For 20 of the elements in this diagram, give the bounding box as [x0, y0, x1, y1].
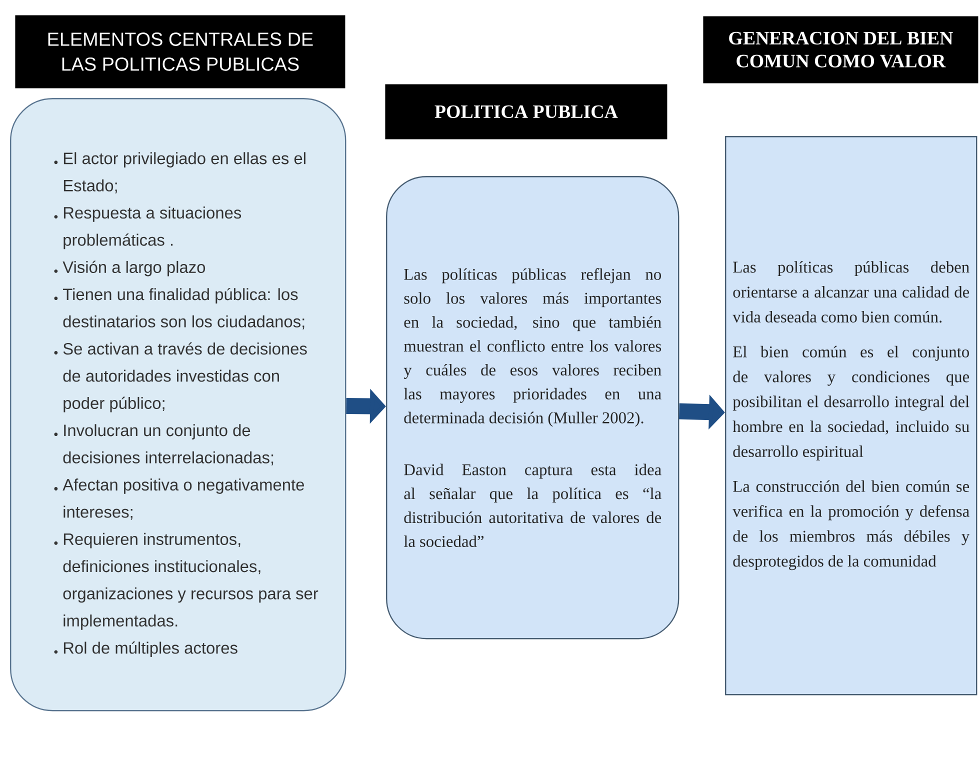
rounded-box [10, 98, 346, 712]
text-box [725, 136, 978, 696]
bullet-item: Afectan positiva o negativamente intereses; [62, 478, 304, 520]
paragraph-text: La construcción del bien común se verifica en la promoción y defensa de los miembros más débiles y desprotegidos de la comunidad [732, 480, 970, 570]
bullet-item: Tienen una finalidad pública: los destinatarios son los ciudadanos; [62, 288, 304, 330]
paragraph-text: Las políticas públicas deben orientarse a alcanzar una calidad de vida deseada como bien común. [732, 261, 970, 323]
bullet-item: Requieren instrumentos, definiciones institucionales, organizaciones y recursos para ser implementadas. [63, 532, 318, 630]
bullet-item: Rol de múltiples actores [64, 642, 238, 658]
paragraph-text: Las políticas públicas reflejan no solo los valores más importantes en la sociedad, sino que también muestran el conflicto entre los valores y cuáles de esos valores reciben las mayores prioridades en una determinada decisión (Muller 2002). [404, 268, 662, 427]
bullet-item: El actor privilegiado en ellas es el Estado; [64, 152, 306, 194]
text-box [386, 176, 680, 640]
header-box: ELEMENTOS CENTRALES DE LAS POLITICAS PUBLICAS [15, 15, 346, 88]
paragraph-text: El bien común es el conjunto de valores y condiciones que posibilitan el desarrollo integral del hombre en la sociedad, incluido su desarrollo espiritual [732, 346, 970, 460]
bullet-item: Respuesta a situaciones problemáticas . [64, 206, 242, 250]
header-box: POLITICA PUBLICA [385, 84, 668, 140]
paragraph-text: David Easton captura esta idea al señalar que la política es “la distribución autoritativa de valores de la sociedad” [404, 464, 662, 548]
bullet-item: Visión a largo plazo [62, 260, 206, 276]
bullet-item: Involucran un conjunto de decisiones interrelacionadas; [63, 424, 274, 466]
bullet-item: Se activan a través de decisiones de autoridades investidas con poder público; [63, 342, 307, 412]
header-box: GENERACION DEL BIEN COMUN COMO VALOR [703, 16, 978, 84]
